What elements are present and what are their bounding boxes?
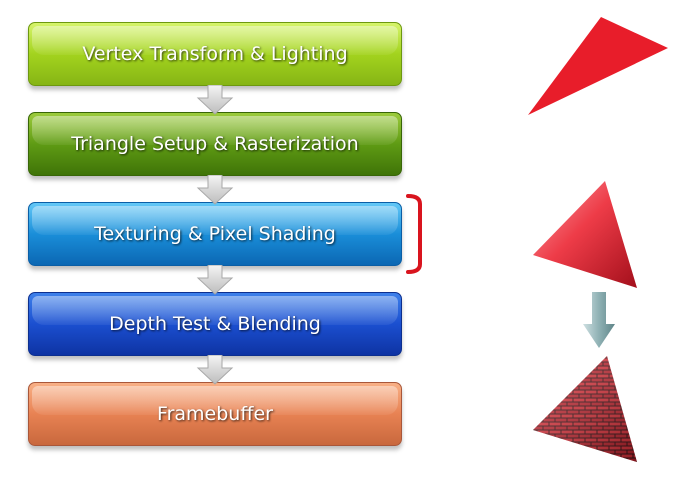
stage-framebuffer: Framebuffer [28, 382, 402, 446]
shaded-red-triangle-icon [533, 181, 637, 288]
down-arrow-icon [196, 175, 234, 205]
teal-down-arrow-icon [583, 292, 615, 348]
stage-texturing-pixel-shading: Texturing & Pixel Shading [28, 202, 402, 266]
stage-label: Vertex Transform & Lighting [82, 43, 348, 65]
flat-red-triangle-icon [528, 17, 668, 115]
down-arrow-icon [196, 85, 234, 115]
stage-triangle-setup-rasterization: Triangle Setup & Rasterization [28, 112, 402, 176]
red-bracket-icon [406, 194, 422, 274]
stage-label: Depth Test & Blending [109, 313, 321, 335]
stage-depth-test-blending: Depth Test & Blending [28, 292, 402, 356]
stage-label: Triangle Setup & Rasterization [71, 133, 359, 155]
brick-textured-triangle-icon [533, 356, 637, 462]
stage-vertex-transform-lighting: Vertex Transform & Lighting [28, 22, 402, 86]
stage-label: Texturing & Pixel Shading [94, 223, 336, 245]
stage-label: Framebuffer [157, 403, 273, 425]
down-arrow-icon [196, 355, 234, 385]
down-arrow-icon [196, 265, 234, 295]
